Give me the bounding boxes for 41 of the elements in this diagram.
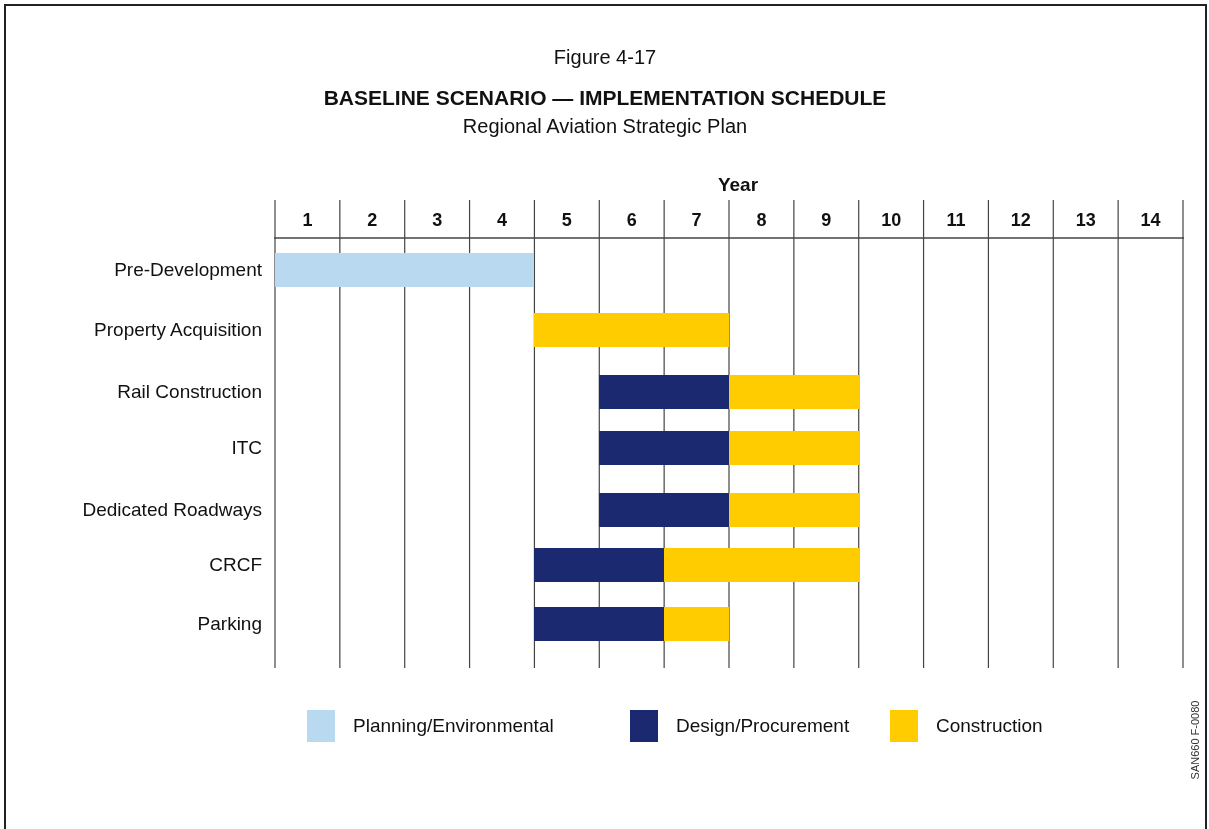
figure-code: SAN660 F-0080 xyxy=(1189,700,1201,780)
tick-label: 12 xyxy=(1010,210,1031,231)
gantt-bar xyxy=(729,431,859,465)
category-label: Pre-Development xyxy=(114,259,262,281)
gantt-bar xyxy=(664,548,859,582)
chart-title: BASELINE SCENARIO — IMPLEMENTATION SCHEDULE xyxy=(323,86,887,110)
tick-label: 3 xyxy=(432,210,443,231)
category-label: Property Acquisition xyxy=(94,319,262,341)
legend-label: Construction xyxy=(936,715,1043,737)
tick-label: 6 xyxy=(626,210,637,231)
tick-label: 9 xyxy=(821,210,832,231)
tick-label: 8 xyxy=(756,210,767,231)
gantt-bar xyxy=(534,313,729,347)
axis-title: Year xyxy=(717,174,759,196)
legend-label: Design/Procurement xyxy=(676,715,850,737)
tick-label: 2 xyxy=(367,210,378,231)
legend-label: Planning/Environmental xyxy=(353,715,554,737)
gantt-bar xyxy=(664,607,729,641)
gantt-bar xyxy=(534,607,665,641)
gantt-bar xyxy=(599,431,729,465)
tick-label: 14 xyxy=(1140,210,1161,231)
category-label: Dedicated Roadways xyxy=(82,499,262,521)
tick-label: 13 xyxy=(1075,210,1096,231)
tick-label: 1 xyxy=(302,210,313,231)
category-label: Rail Construction xyxy=(117,381,262,403)
gantt-bar xyxy=(729,493,859,527)
tick-label: 7 xyxy=(691,210,702,231)
tick-label: 10 xyxy=(881,210,902,231)
gantt-bar xyxy=(729,375,859,409)
gantt-bar xyxy=(534,548,665,582)
tick-label: 4 xyxy=(497,210,507,231)
tick-label: 5 xyxy=(561,210,572,231)
subtitle: Regional Aviation Strategic Plan xyxy=(462,115,748,138)
gantt-bar xyxy=(275,253,535,287)
category-label: CRCF xyxy=(209,554,262,576)
category-label: Parking xyxy=(197,613,262,635)
tick-label: 11 xyxy=(946,210,966,231)
category-label: ITC xyxy=(231,437,262,459)
gantt-bar xyxy=(599,375,729,409)
figure-number: Figure 4-17 xyxy=(553,46,657,69)
gantt-bar xyxy=(599,493,729,527)
